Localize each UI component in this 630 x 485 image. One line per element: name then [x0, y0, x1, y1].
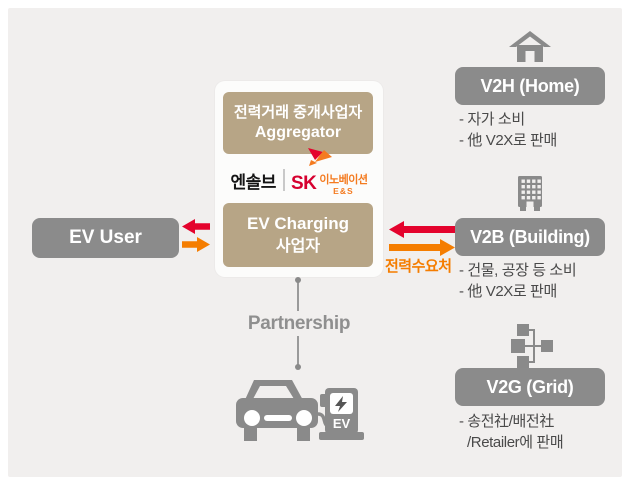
- home-icon: [455, 31, 605, 64]
- partner-logo-row: 엔솔브 SK 이노베이션 E&S: [215, 147, 383, 202]
- logo-divider: [282, 169, 285, 191]
- sk-logo-group: SK 이노베이션 E&S: [290, 147, 368, 196]
- red-arrow-left-icon: [389, 221, 455, 238]
- v2h-desc-line2: - 他 V2X로 판매: [459, 132, 557, 149]
- sk-innovation-label: 이노베이션: [319, 173, 368, 186]
- charger-icon: EV: [317, 388, 364, 440]
- sk-suffix: 이노베이션 E&S: [319, 173, 368, 196]
- v2h-desc: - 자가 소비 - 他 V2X로 판매: [459, 109, 619, 151]
- v2b-desc-line2: - 他 V2X로 판매: [459, 283, 557, 300]
- v2g-desc: - 송전社/배전社 /Retailer에 판매: [459, 411, 619, 453]
- orange-arrow-right-icon: [182, 237, 210, 252]
- connector-dot-bottom: [295, 364, 301, 370]
- v2h-desc-line1: - 자가 소비: [459, 111, 525, 128]
- v2g-title-box: V2G (Grid): [455, 368, 605, 406]
- v2b-desc: - 건물, 공장 등 소비 - 他 V2X로 판매: [459, 260, 619, 302]
- power-demand-label: 전력수요처: [385, 258, 452, 275]
- ev-car-charger-illustration: EV: [236, 380, 364, 441]
- ensolv-logo: 엔솔브: [230, 172, 277, 192]
- building-icon: [455, 176, 605, 212]
- ev-charging-label-en: EV Charging: [246, 214, 349, 234]
- v2g-title: V2G (Grid): [486, 376, 574, 397]
- ev-user-box: EV User: [32, 218, 179, 258]
- aggregator-box: 전력거래 중개사업자 Aggregator: [223, 92, 373, 154]
- sk-butterfly-icon: [307, 147, 332, 166]
- aggregator-label-kr: 전력거래 중개사업자: [233, 103, 363, 121]
- ev-user-label: EV User: [69, 227, 142, 248]
- v2b-desc-line1: - 건물, 공장 등 소비: [459, 262, 577, 279]
- v2g-desc-line2: /Retailer에 판매: [467, 434, 564, 451]
- partnership-label: Partnership: [215, 311, 383, 336]
- v2b-title: V2B (Building): [470, 226, 590, 247]
- ev-label: EV: [333, 416, 351, 431]
- v2g-desc-line1: - 송전社/배전社: [459, 413, 554, 430]
- connector-dot-top: [295, 277, 301, 283]
- car-icon: [236, 380, 318, 441]
- ev-charging-box: EV Charging 사업자: [223, 203, 373, 267]
- sk-logo: SK: [290, 173, 317, 195]
- orange-arrow-right-icon: [389, 239, 455, 256]
- v2h-title-box: V2H (Home): [455, 67, 605, 105]
- v2b-title-box: V2B (Building): [455, 218, 605, 256]
- grid-icon: [455, 324, 605, 368]
- v2h-title: V2H (Home): [480, 75, 580, 96]
- ev-charging-label-kr: 사업자: [275, 237, 321, 255]
- red-arrow-left-icon: [182, 219, 210, 234]
- sk-ens-label: E&S: [333, 185, 354, 196]
- aggregator-label-en: Aggregator: [254, 124, 342, 142]
